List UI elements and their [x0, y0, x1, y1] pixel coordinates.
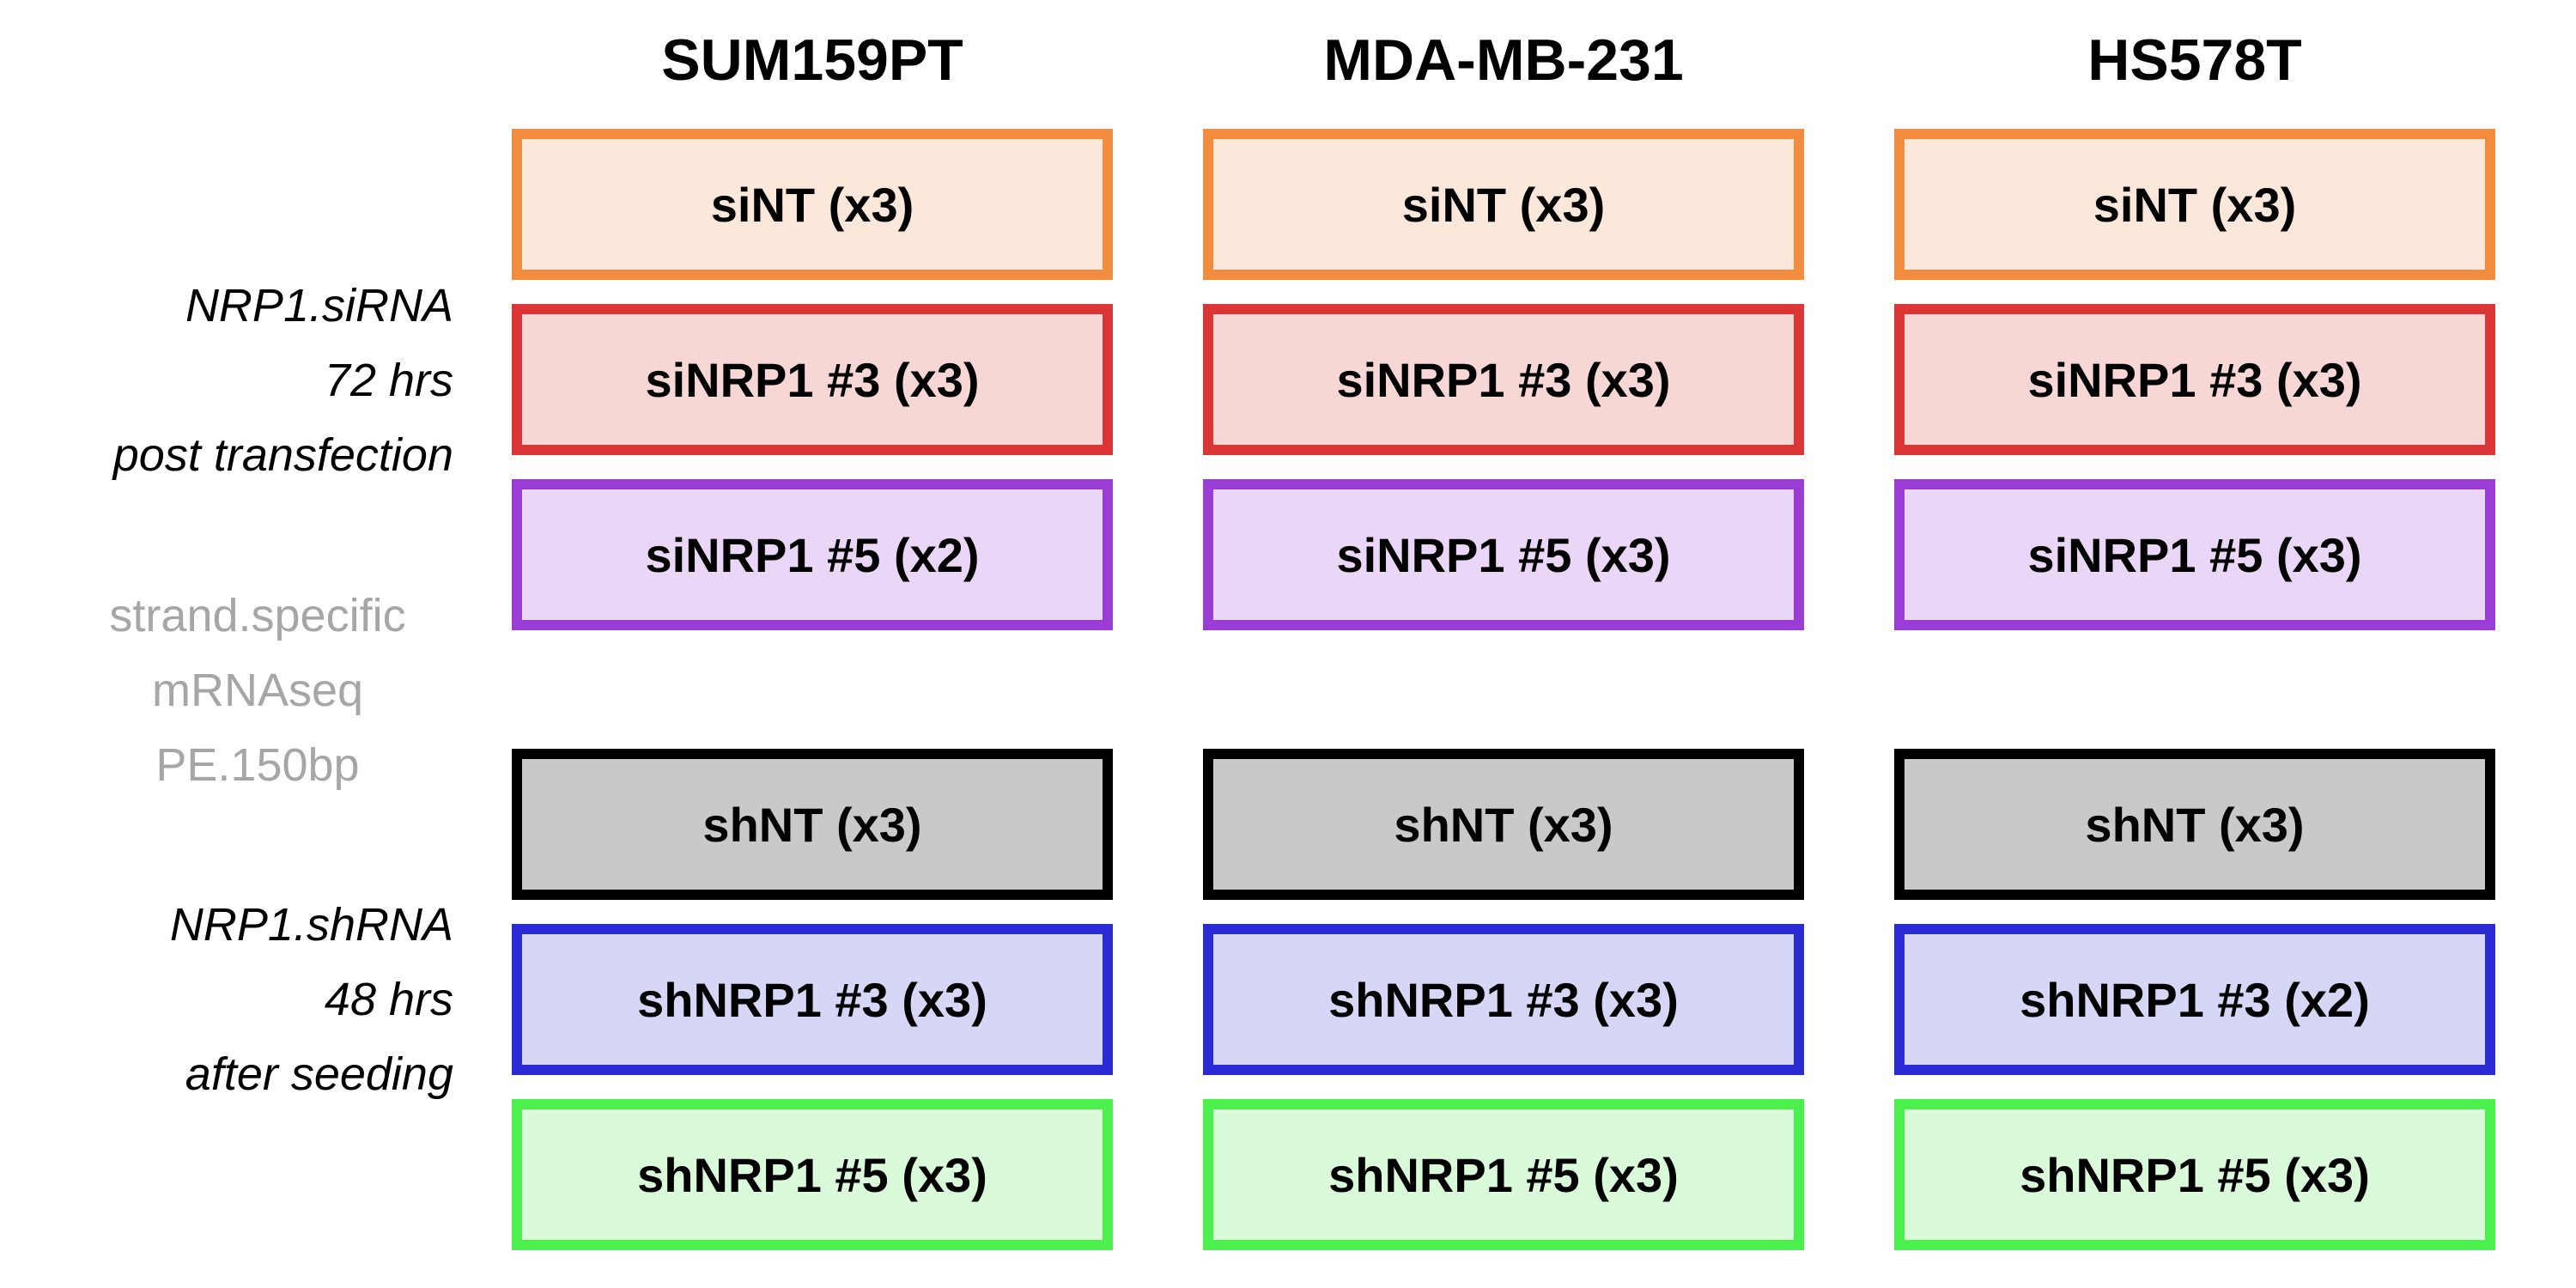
- shrna-label-line: NRP1.shRNA: [169, 899, 453, 951]
- column-header-sum159pt: SUM159PT: [661, 27, 963, 93]
- condition-box-shnt: shNT (x3): [1203, 749, 1804, 900]
- condition-box-shnrp1-5: shNRP1 #5 (x3): [1203, 1099, 1804, 1250]
- condition-box-sinrp1-3: siNRP1 #3 (x3): [1894, 304, 2495, 455]
- condition-box-shnrp1-3: shNRP1 #3 (x3): [512, 924, 1113, 1075]
- sequencing-label-line: PE.150bp: [155, 739, 360, 791]
- shrna-label-line: 48 hrs: [324, 974, 453, 1025]
- condition-box-shnrp1-3: shNRP1 #3 (x2): [1894, 924, 2495, 1075]
- condition-box-shnrp1-5: shNRP1 #5 (x3): [1894, 1099, 2495, 1250]
- sequencing-label-line: mRNAseq: [151, 665, 364, 716]
- sirna-label: NRP1.siRNA 72 hrs post transfection: [113, 269, 453, 493]
- column-header-mda-mb-231: MDA-MB-231: [1323, 27, 1684, 93]
- sirna-label-line: NRP1.siRNA: [185, 280, 453, 331]
- condition-box-sint: siNT (x3): [1894, 129, 2495, 280]
- condition-box-sint: siNT (x3): [1203, 129, 1804, 280]
- shrna-label-line: after seeding: [185, 1048, 453, 1100]
- sequencing-label-line: strand.specific: [109, 590, 406, 641]
- sirna-label-line: 72 hrs: [324, 355, 453, 406]
- condition-box-sinrp1-5: siNRP1 #5 (x3): [1203, 479, 1804, 630]
- shrna-label: NRP1.shRNA 48 hrs after seeding: [170, 888, 453, 1112]
- condition-box-sinrp1-5: siNRP1 #5 (x3): [1894, 479, 2495, 630]
- column-header-hs578t: HS578T: [2087, 27, 2302, 93]
- condition-box-shnrp1-3: shNRP1 #3 (x3): [1203, 924, 1804, 1075]
- sequencing-label: strand.specific mRNAseq PE.150bp: [69, 579, 447, 803]
- condition-box-sinrp1-3: siNRP1 #3 (x3): [512, 304, 1113, 455]
- condition-box-sinrp1-3: siNRP1 #3 (x3): [1203, 304, 1804, 455]
- condition-box-shnt: shNT (x3): [1894, 749, 2495, 900]
- condition-box-sint: siNT (x3): [512, 129, 1113, 280]
- sirna-label-line: post transfection: [112, 429, 453, 481]
- condition-box-sinrp1-5: siNRP1 #5 (x2): [512, 479, 1113, 630]
- condition-box-shnrp1-5: shNRP1 #5 (x3): [512, 1099, 1113, 1250]
- condition-box-shnt: shNT (x3): [512, 749, 1113, 900]
